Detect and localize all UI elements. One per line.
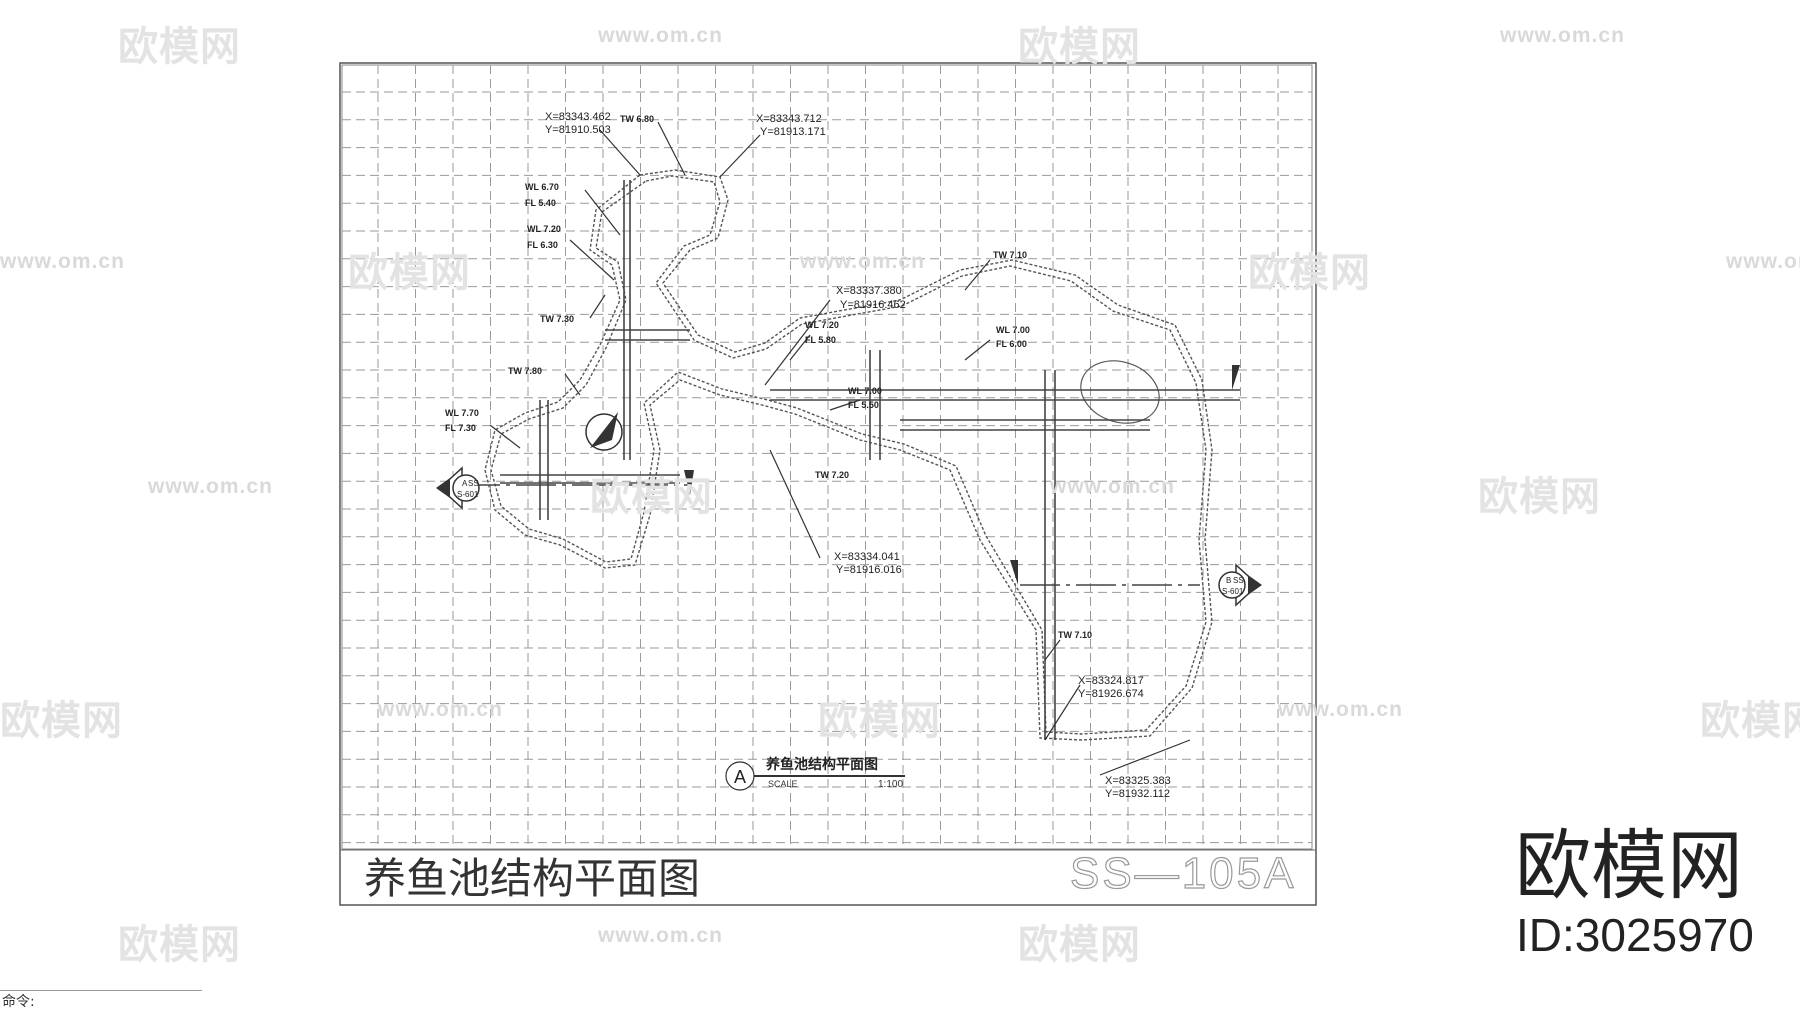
section-marker-a-sheet: S-601 xyxy=(457,490,479,499)
coord-y: Y=81916.016 xyxy=(836,564,902,576)
brand-id: ID:3025970 xyxy=(1516,909,1754,961)
coord-y: Y=81910.503 xyxy=(545,124,611,136)
coord-y: Y=81916.462 xyxy=(840,299,906,311)
scale-label: SCALE xyxy=(768,779,798,789)
watermark-url: www.om.cn xyxy=(598,924,723,947)
section-marker-a-ref: SS xyxy=(468,479,479,488)
watermark-url: www.om.cn xyxy=(0,250,125,273)
level-label: FL 5.50 xyxy=(848,400,879,410)
level-label: WL 7.20 xyxy=(805,320,839,330)
sheet-frame xyxy=(339,62,1317,906)
level-label: FL 5.80 xyxy=(805,335,836,345)
sheet-title: 养鱼池结构平面图 xyxy=(364,854,700,903)
level-label: FL 7.30 xyxy=(445,423,476,433)
level-label: TW 7.80 xyxy=(508,366,542,376)
level-label: WL 7.70 xyxy=(445,408,479,418)
level-label: TW 7.30 xyxy=(540,314,574,324)
level-label: FL 6.30 xyxy=(527,240,558,250)
drawing-area-border xyxy=(341,64,1313,850)
coord-x: X=83325.383 xyxy=(1105,775,1171,787)
level-label: WL 7.00 xyxy=(848,386,882,396)
watermark-url: www.om.cn xyxy=(800,250,925,273)
coord-x: X=83343.712 xyxy=(756,113,822,125)
section-marker-b xyxy=(1218,563,1262,607)
coord-x: X=83324.817 xyxy=(1078,675,1144,687)
level-label: WL 7.00 xyxy=(996,325,1030,335)
drawing-marker-letter: A xyxy=(734,767,746,787)
sheet-number: SS—105A xyxy=(1070,849,1296,898)
command-line[interactable]: 命令: xyxy=(0,990,202,1013)
level-label: FL 6.00 xyxy=(996,339,1027,349)
scale-value: 1:100 xyxy=(878,779,903,790)
level-label: TW 6.80 xyxy=(620,114,654,124)
watermark-url: www.om.cn xyxy=(1500,24,1625,47)
section-marker-a xyxy=(436,466,480,510)
section-marker-b-ref: SS xyxy=(1233,576,1244,585)
north-arrow-icon xyxy=(585,412,623,451)
level-label: WL 6.70 xyxy=(525,182,559,192)
level-label: FL 5.40 xyxy=(525,198,556,208)
coord-x: X=83334.041 xyxy=(834,551,900,563)
drawing-name: 养鱼池结构平面图 xyxy=(765,756,878,773)
level-label: TW 7.10 xyxy=(993,250,1027,260)
level-label: TW 7.10 xyxy=(1058,630,1092,640)
watermark-url: www.om.cn xyxy=(598,24,723,47)
coord-y: Y=81913.171 xyxy=(760,126,826,138)
coord-x: X=83343.462 xyxy=(545,111,611,123)
section-marker-b-sheet: S-601 xyxy=(1222,587,1244,596)
pond-outline xyxy=(484,169,1213,741)
level-label: TW 7.20 xyxy=(815,470,849,480)
grid-lines xyxy=(342,65,1312,849)
watermark-url: www.om.cn xyxy=(1050,475,1175,498)
section-marker-a-num: A xyxy=(462,479,468,488)
coord-y: Y=81932.112 xyxy=(1105,788,1170,800)
structural-lines xyxy=(500,180,1240,740)
section-cut-lines xyxy=(460,365,1240,586)
leader-lines xyxy=(489,121,1191,776)
watermark-url: www.om.cn xyxy=(1278,698,1403,721)
watermark-url: www.om.cn xyxy=(148,475,273,498)
section-marker-b-num: B xyxy=(1226,576,1231,585)
brand-logo-text: 欧模网 xyxy=(1515,821,1743,910)
coord-x: X=83337.380 xyxy=(836,285,902,297)
watermark-url: www.om.cn xyxy=(1726,250,1800,273)
coord-y: Y=81926.674 xyxy=(1078,688,1144,700)
watermark-url: www.om.cn xyxy=(378,698,503,721)
level-label: WL 7.20 xyxy=(527,224,561,234)
